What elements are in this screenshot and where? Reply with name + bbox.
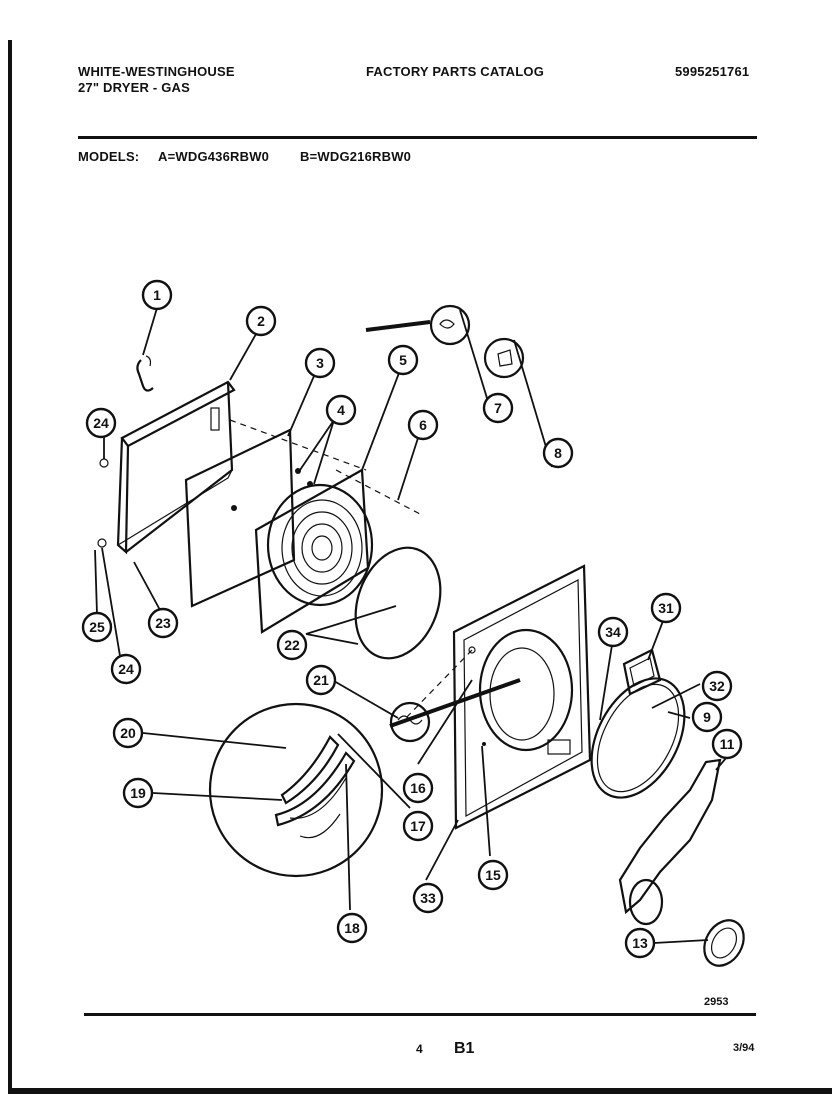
callout-21: 21 — [305, 664, 337, 696]
part-31-bracket — [622, 648, 662, 696]
callout-label: 8 — [554, 445, 562, 461]
callout-24-upper: 24 — [85, 407, 117, 439]
callout-31: 31 — [650, 592, 682, 624]
callout-24-lower: 24 — [110, 653, 142, 685]
callout-4: 4 — [325, 394, 357, 426]
callout-label: 13 — [632, 935, 648, 951]
callout-label: 23 — [155, 615, 171, 631]
brand-name: WHITE-WESTINGHOUSE — [78, 64, 235, 79]
callout-23: 23 — [147, 607, 179, 639]
callout-2: 2 — [245, 305, 277, 337]
callout-18: 18 — [336, 912, 368, 944]
part-latch-detail-21 — [389, 701, 431, 743]
callout-label: 3 — [316, 355, 324, 371]
callout-13: 13 — [624, 927, 656, 959]
inset-detail-circle — [208, 702, 384, 878]
callout-label: 24 — [93, 415, 109, 431]
callout-label: 1 — [153, 287, 161, 303]
callout-label: 7 — [494, 400, 502, 416]
callout-11: 11 — [711, 728, 743, 760]
assembly-line — [229, 419, 367, 471]
callout-1: 1 — [141, 279, 173, 311]
callout-15: 15 — [477, 859, 509, 891]
callout-20: 20 — [112, 717, 144, 749]
part-front-panel-with-lint-screen — [254, 468, 374, 634]
callout-9: 9 — [691, 701, 723, 733]
callout-label: 2 — [257, 313, 265, 329]
part-blower-duct — [618, 758, 722, 926]
callout-label: 34 — [605, 624, 621, 640]
callout-22: 22 — [276, 629, 308, 661]
part-latch-detail-8 — [483, 337, 525, 379]
callout-label: 9 — [703, 709, 711, 725]
part-hinge-detail-7 — [365, 304, 471, 346]
callout-7: 7 — [482, 392, 514, 424]
part-door-panel — [97, 380, 236, 555]
callout-label: 11 — [720, 736, 735, 752]
callout-label: 6 — [419, 417, 427, 433]
callout-label: 16 — [410, 780, 426, 796]
callout-8: 8 — [542, 437, 574, 469]
callout-label: 21 — [313, 672, 329, 688]
drawing-number: 2953 — [704, 996, 729, 1008]
callout-label: 32 — [709, 678, 725, 694]
page-left-border — [8, 40, 12, 1092]
models-label: MODELS: — [78, 149, 140, 164]
section-code: B1 — [454, 1040, 475, 1057]
assembly-line — [403, 649, 473, 721]
page-bottom-border — [8, 1088, 832, 1094]
callout-6: 6 — [407, 409, 439, 441]
callout-17: 17 — [402, 810, 434, 842]
callout-label: 18 — [344, 920, 360, 936]
callout-5: 5 — [387, 344, 419, 376]
callout-label: 5 — [399, 352, 407, 368]
callout-32: 32 — [701, 670, 733, 702]
callout-label: 22 — [284, 637, 300, 653]
callout-label: 15 — [485, 867, 501, 883]
callout-label: 20 — [120, 725, 136, 741]
header-rule — [78, 136, 757, 139]
page-number: 4 — [416, 1042, 423, 1056]
model-b: B=WDG216RBW0 — [300, 149, 412, 164]
part-door-bearing-ring — [590, 677, 686, 799]
callout-label: 25 — [89, 619, 105, 635]
callout-label: 31 — [658, 600, 674, 616]
callout-19: 19 — [122, 777, 154, 809]
callout-3: 3 — [304, 347, 336, 379]
callout-34: 34 — [597, 616, 629, 648]
part-hinge-1 — [136, 355, 154, 392]
callout-label: 24 — [118, 661, 134, 677]
part-13-ring — [703, 919, 745, 967]
part-cabinet-front — [389, 564, 592, 830]
assembly-line — [335, 469, 421, 515]
callout-label: 33 — [420, 890, 436, 906]
catalog-number: 5995251761 — [675, 64, 750, 79]
footer-rule — [84, 1013, 756, 1016]
callout-label: 17 — [410, 818, 426, 834]
callout-16: 16 — [402, 772, 434, 804]
catalog-title: FACTORY PARTS CATALOG — [366, 64, 545, 79]
callout-33: 33 — [412, 882, 444, 914]
leader-lines — [94, 307, 727, 944]
part-door-seal — [354, 546, 442, 660]
product-name: 27" DRYER - GAS — [78, 80, 190, 95]
callout-25: 25 — [81, 611, 113, 643]
date-code: 3/94 — [733, 1042, 755, 1054]
callout-label: 4 — [337, 402, 345, 418]
model-a: A=WDG436RBW0 — [158, 149, 270, 164]
callout-label: 19 — [130, 785, 146, 801]
